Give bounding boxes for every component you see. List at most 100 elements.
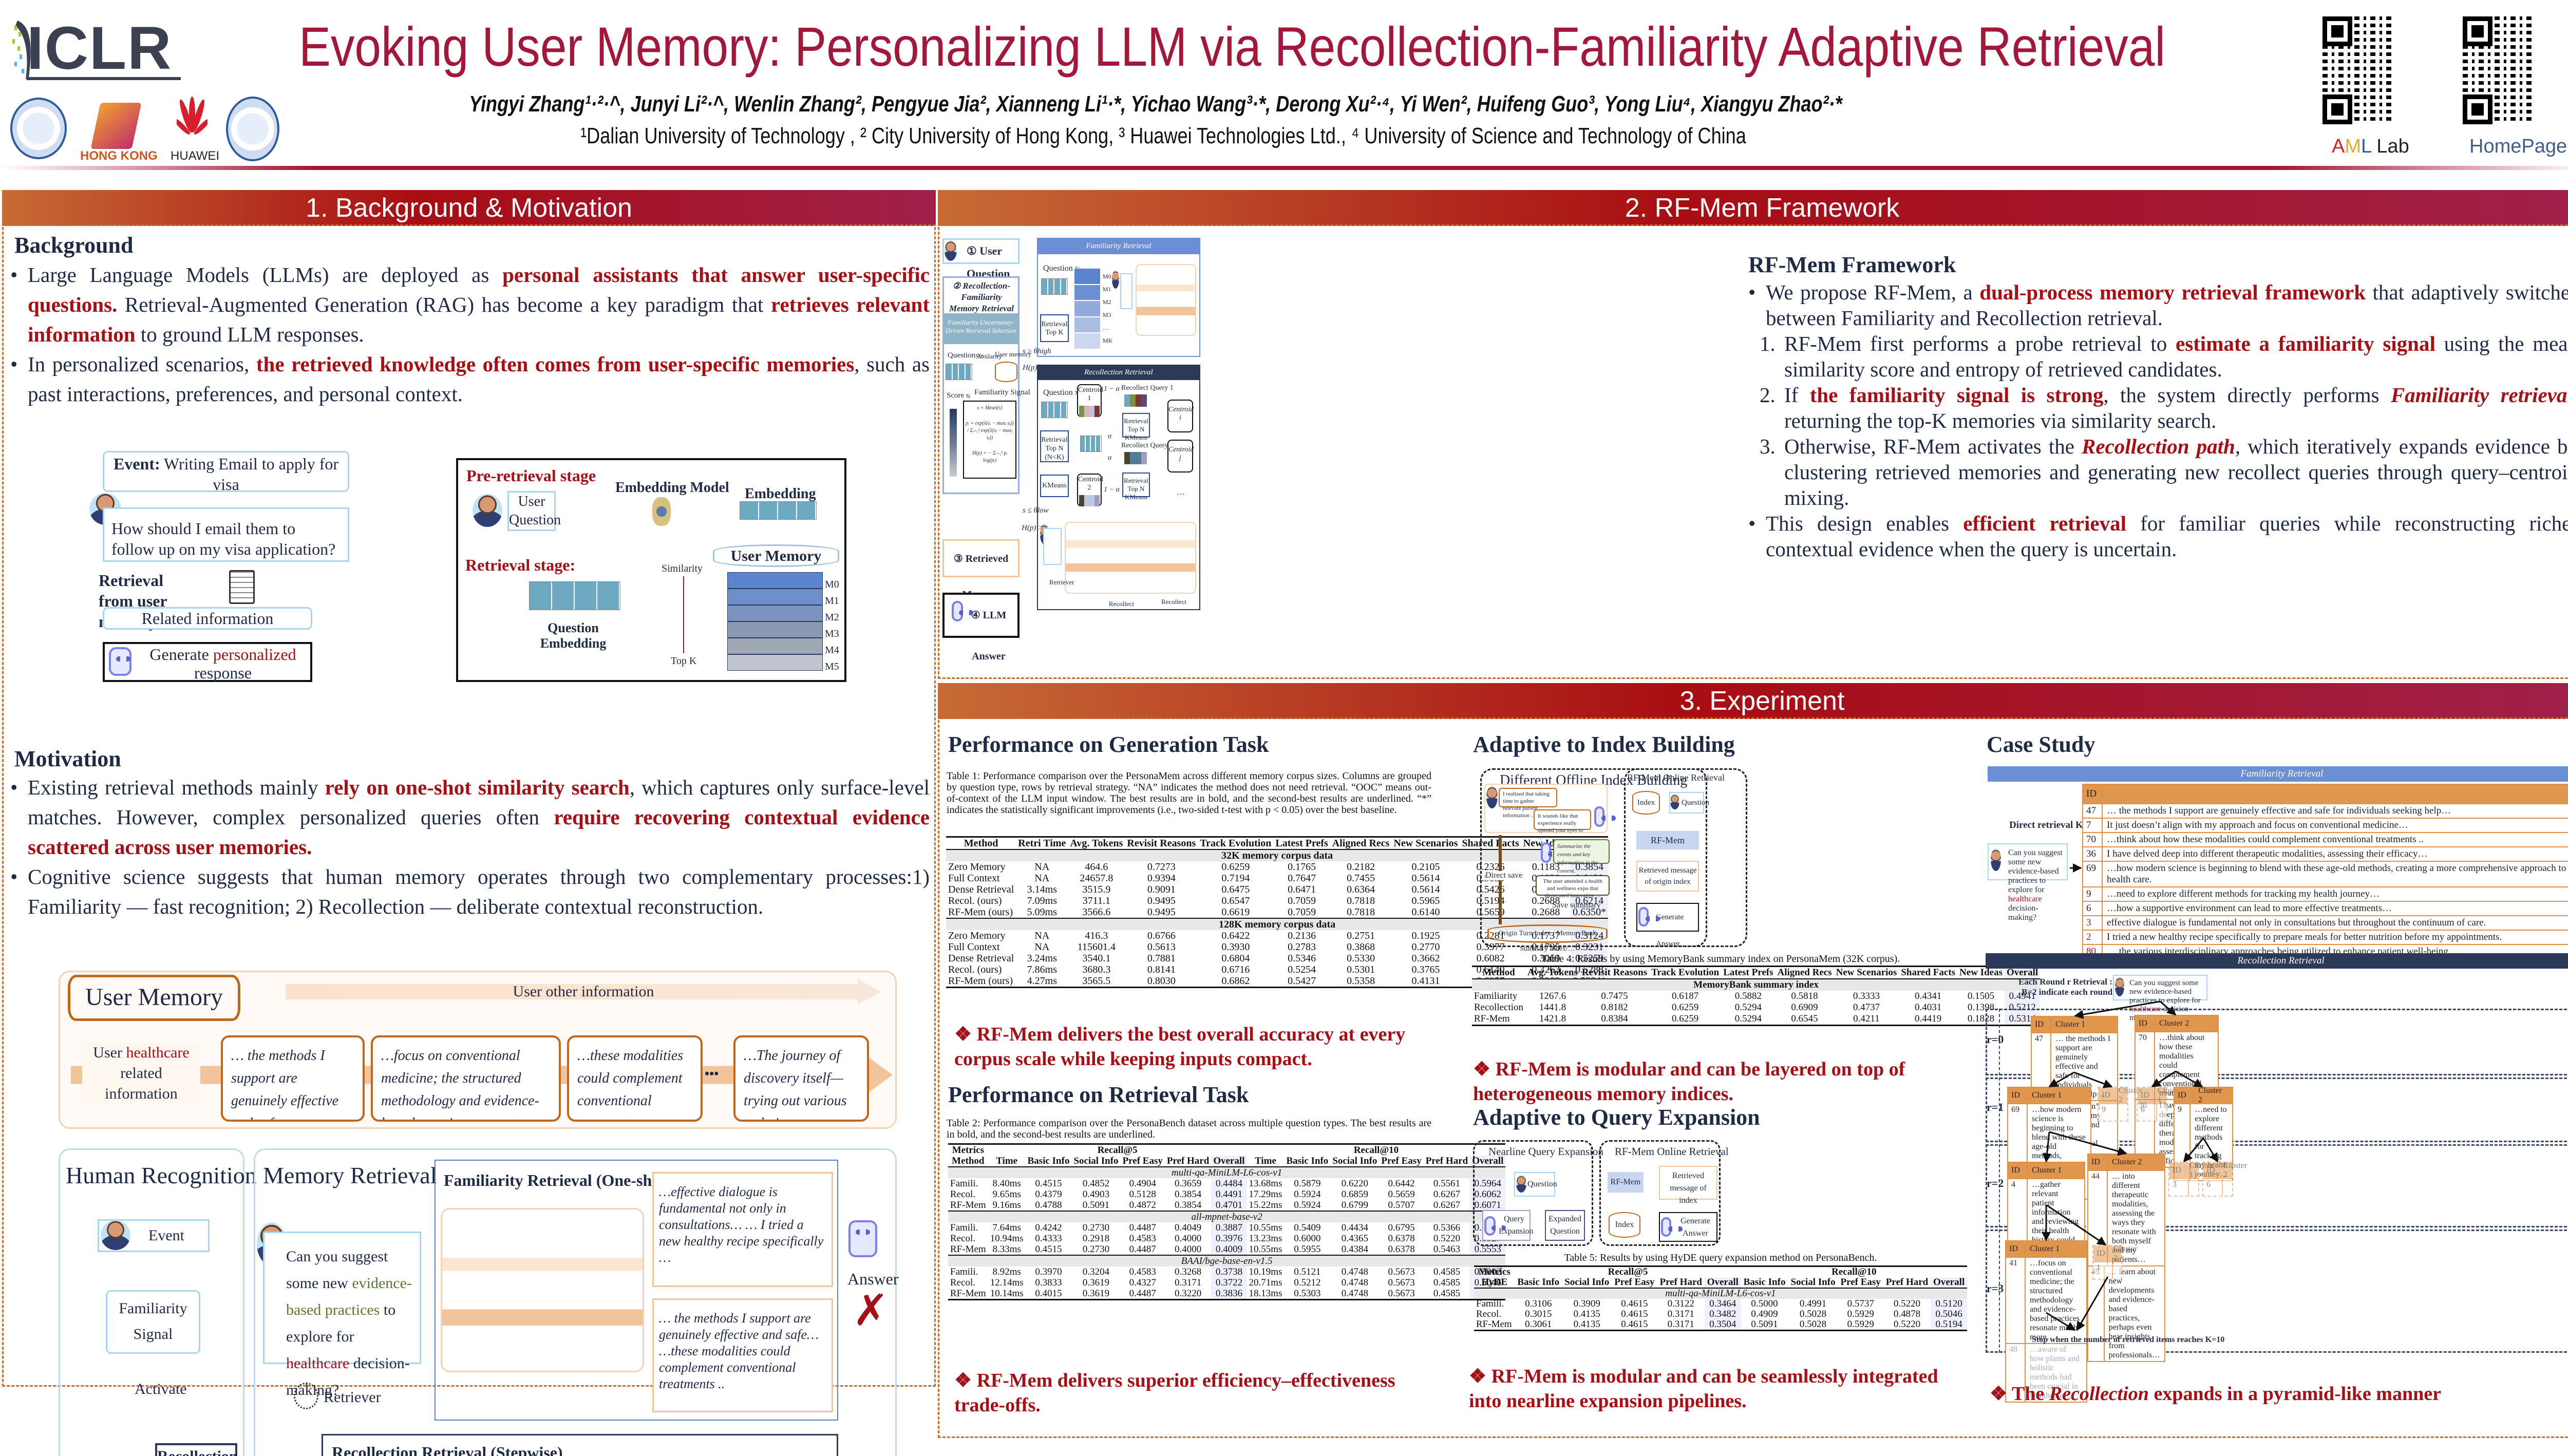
activate-label: Activate (135, 1381, 187, 1397)
aml-letter-m: M (2345, 136, 2362, 157)
condition-high-label: s ≥ θhigh (1023, 347, 1051, 355)
column-header: Social Info (1564, 1277, 1610, 1288)
body-text: Otherwise, RF-Mem activates the (1784, 434, 2082, 458)
table-cell: 17.29ms (1249, 1189, 1282, 1200)
memory-text (2189, 1179, 2198, 1196)
kmeans-node: KMeans (1040, 475, 1069, 497)
table-cell: 0.5091 (1082, 1200, 1110, 1211)
cluster-header: Cluster 2 (2112, 1158, 2142, 1166)
framework-description: We propose RF-Mem, a dual-process memory… (1748, 279, 2568, 562)
column-header: Metrics (1478, 1266, 1510, 1277)
column-header: Method (952, 1156, 985, 1166)
column-header: Pref Hard (1885, 1277, 1929, 1288)
round-label-divider (1999, 1230, 2000, 1353)
table-cell: RF-Mem (ours) (948, 975, 1013, 987)
takeaway-text-part: Recollection (2049, 1383, 2149, 1405)
table-cell: 1267.6 (1539, 991, 1566, 1001)
memory-id: 48 (2006, 1344, 2026, 1402)
table-cell: 0.5659 (1476, 906, 1505, 918)
column-header: Pref Hard (1425, 1156, 1468, 1166)
node-text: Retrieval Top N KMeans (1124, 477, 1148, 501)
table-cell: 0.4009 (1211, 1244, 1247, 1255)
table-cell: 0.3854 (1571, 861, 1609, 873)
table-cell: 0.5882 (1734, 991, 1762, 1001)
table-cell: 4.27ms (1027, 975, 1058, 987)
generate-answer-text: Generate Answer (1656, 913, 1684, 948)
memory-id: 9 (2083, 887, 2103, 901)
user-memory-title: User Memory (68, 975, 240, 1021)
id-column-header: ID (2175, 1090, 2194, 1101)
round-label: r=3 (1987, 1282, 2004, 1295)
aml-lab-qr-code-icon[interactable] (2322, 16, 2394, 124)
table-cell: 0.5220 (1433, 1233, 1461, 1244)
table-cell: 0.5929 (1847, 1309, 1874, 1319)
ustc-logo-icon (226, 97, 279, 161)
recollection-retrieval-title: Recollection Retrieval (Stepwise) (332, 1443, 563, 1456)
table-cell: NA (1034, 941, 1050, 953)
memory-row: 47… the methods I support are genuinely … (2083, 803, 2568, 818)
table-cell: 0.5294 (1734, 1013, 1762, 1024)
case-study-heading: Case Study (1987, 732, 2095, 757)
retrieval-top-n-text: Retrieval Top N (N<K) (1041, 436, 1068, 461)
label-suffix: related information (105, 1065, 178, 1102)
centroid-j-node: Centroid j (1167, 440, 1194, 472)
table-cell: Famili. (950, 1178, 978, 1189)
section-1-banner: 1. Background & Motivation (2, 190, 936, 226)
table-cell: 0.5614 (1411, 873, 1440, 884)
table-cell: 0.6766 (1147, 930, 1176, 941)
table-cell: 0.4585 (1433, 1266, 1461, 1277)
table-cell: 0.2688 (1532, 895, 1560, 906)
user-question-box: How should I email them to follow up on … (103, 507, 349, 562)
human-recognition-title: Human Recognition (66, 1162, 257, 1188)
summarize-prompt: Summarize the events and key information… (1553, 839, 1610, 874)
section-3-banner: 3. Experiment (938, 683, 2568, 719)
memory-id: 47 (2083, 804, 2103, 818)
related-information-box: Related information (103, 607, 312, 630)
id-column-header: ID (2099, 1090, 2114, 1101)
familiarity-signal-label: Familiarity Signal (974, 388, 1030, 396)
table-cell: 0.5613 (1147, 941, 1176, 953)
highlighted-text: Recollection path (2082, 434, 2235, 458)
related-information-text: Related information (141, 609, 274, 628)
rag-pipeline-figure: Event: Writing Email to apply for visa H… (0, 442, 935, 729)
table-cell: Recol. (950, 1189, 976, 1200)
table-cell: 0.3619 (1082, 1288, 1110, 1299)
cityu-label: HONG KONG (80, 149, 158, 163)
homepage-qr-code-icon[interactable] (2463, 16, 2535, 124)
table-cell: 0.3122 (1667, 1298, 1694, 1309)
recollect-query-2-label: Recollect Query 2 (1121, 442, 1174, 449)
column-header: Basic Info (1517, 1277, 1560, 1288)
poster-header: ICLR Evoking User Memory: Personalizing … (0, 0, 2568, 175)
table-cell: 24657.8 (1080, 873, 1113, 884)
rf-mem-text: RF-Mem (1650, 835, 1685, 845)
column-header: Metrics (952, 1145, 984, 1156)
table-header: ID (2083, 785, 2568, 803)
index-cylinder-icon: Index (1609, 1212, 1640, 1238)
user-query-node (1043, 528, 1062, 565)
question-text-part: to explore for (286, 1301, 396, 1345)
case-question-box: Can you suggest some new evidence-based … (1988, 843, 2068, 922)
framework-intro-bullet: We propose RF-Mem, a dual-process memory… (1748, 279, 2568, 331)
snippet-text: … the methods I support are genuinely ef… (659, 1311, 819, 1391)
table-cell: Recol. (ours) (948, 964, 1002, 975)
table-cell: 0.6795 (1388, 1222, 1415, 1233)
table-cell: 0.4615 (1621, 1319, 1648, 1330)
cluster-header: Cluster 2 (2223, 1161, 2248, 1179)
table-cell: 0.4365 (1341, 1233, 1368, 1244)
retrieval-stage-label: Retrieval stage: (465, 556, 576, 574)
table-cell: 0.4748 (1341, 1277, 1368, 1288)
memory-row-label: M0 (825, 579, 839, 590)
memory-text: …how a supportive environment can lead t… (2107, 903, 2392, 914)
familiarity-signal-text: Familiarity Signal (119, 1300, 187, 1342)
body-text: , returning the top-K memories via simil… (1784, 409, 2217, 432)
table-cell: 0.3171 (1667, 1309, 1694, 1319)
familiarity-track (1136, 264, 1196, 336)
